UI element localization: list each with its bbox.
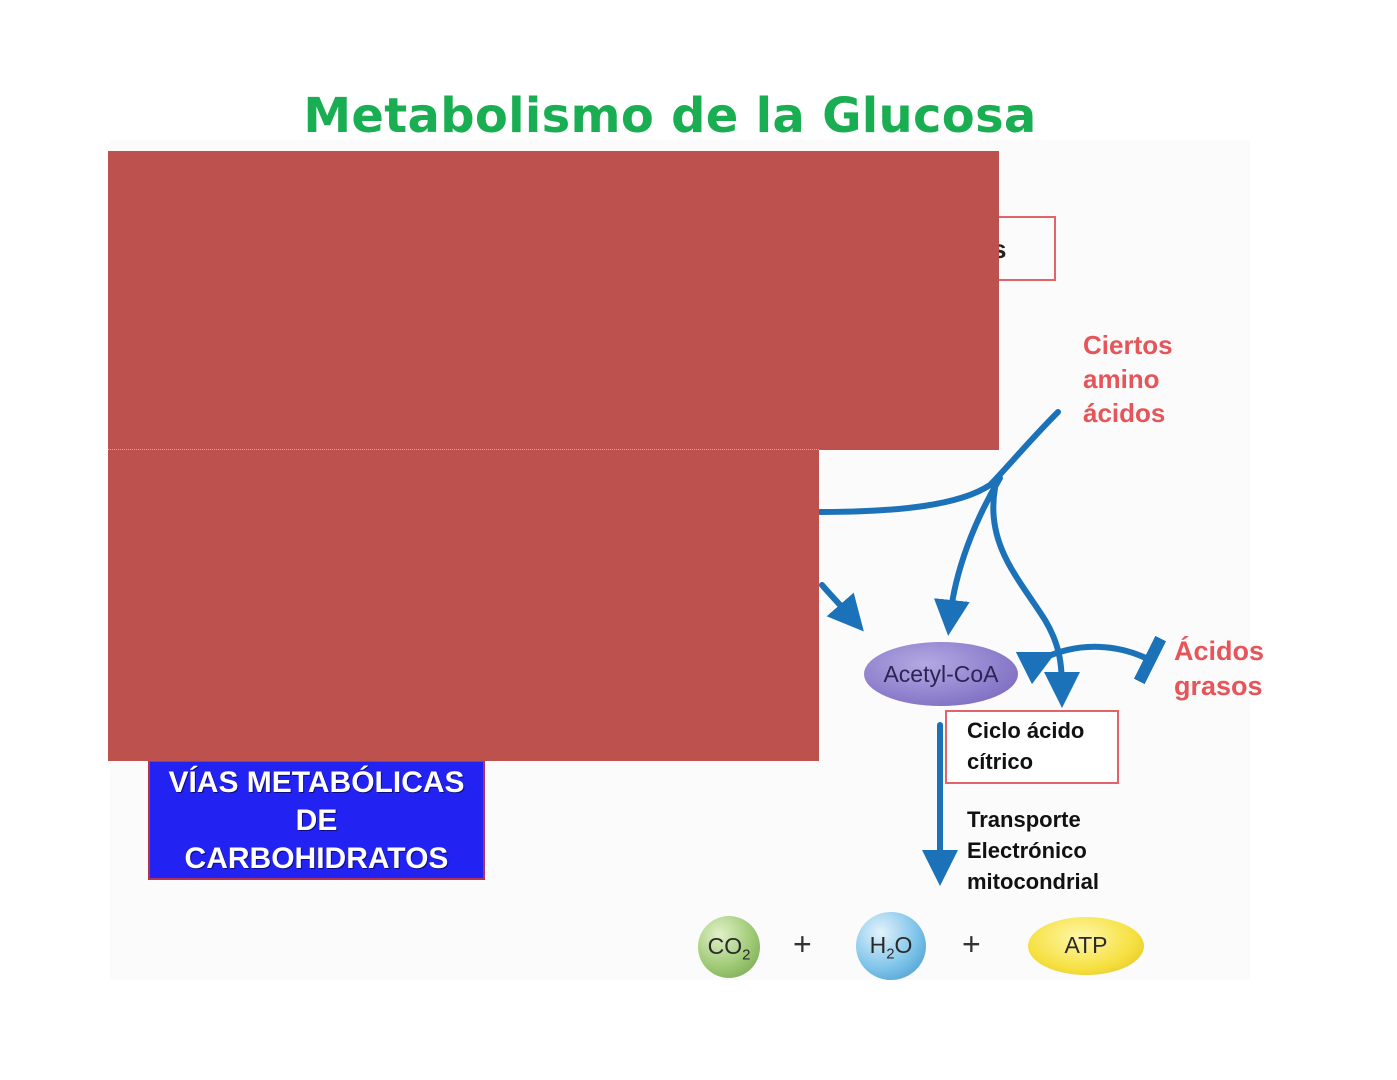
transport-line-1: Transporte [967, 807, 1081, 832]
arrow-glycolysis-to-acetyl [819, 582, 864, 632]
arrow-amino-to-left [817, 409, 1061, 515]
citric-cycle-box: Ciclo ácido cítrico [945, 710, 1119, 784]
co2-text: CO [707, 933, 743, 959]
pathways-title-box: VÍAS METABÓLICAS DE CARBOHIDRATOS [148, 760, 485, 880]
h2o-subscript: 2 [886, 945, 895, 963]
plus-sign-2: + [962, 926, 981, 962]
co2-subscript: 2 [742, 946, 751, 964]
redaction-block-top [108, 151, 999, 450]
fatty-acids-label: Ácidos grasos [1174, 634, 1264, 704]
redaction-block-bottom [108, 449, 819, 761]
pathways-line-1: VÍAS METABÓLICAS [168, 766, 465, 799]
page-title: Metabolismo de la Glucosa [303, 88, 1037, 144]
amino-line-2: amino [1083, 364, 1160, 394]
plus-sign-1: + [793, 926, 812, 962]
h2o-o: O [894, 932, 913, 958]
amino-line-3: ácidos [1083, 398, 1166, 428]
co2-molecule: CO2 [698, 916, 760, 978]
amino-line-1: Ciertos [1083, 330, 1173, 360]
atp-molecule: ATP [1028, 917, 1144, 975]
h2o-h: H [869, 932, 887, 958]
electron-transport-label: Transporte Electrónico mitocondrial [967, 804, 1099, 897]
citric-line-2: cítrico [967, 749, 1034, 774]
h2o-molecule: H2O [856, 912, 926, 980]
arrow-fatty-acetyl [1015, 635, 1167, 685]
fatty-line-1: Ácidos [1174, 636, 1265, 666]
amino-acids-label: Ciertos amino ácidos [1083, 328, 1173, 430]
acetyl-coa-node: Acetyl-CoA [864, 642, 1018, 706]
transport-line-3: mitocondrial [967, 869, 1100, 894]
citric-line-1: Ciclo ácido [967, 718, 1085, 743]
transport-line-2: Electrónico [967, 838, 1087, 863]
fatty-line-2: grasos [1174, 671, 1263, 701]
pathways-line-3: CARBOHIDRATOS [184, 842, 449, 875]
pathways-line-2: DE [295, 804, 338, 837]
